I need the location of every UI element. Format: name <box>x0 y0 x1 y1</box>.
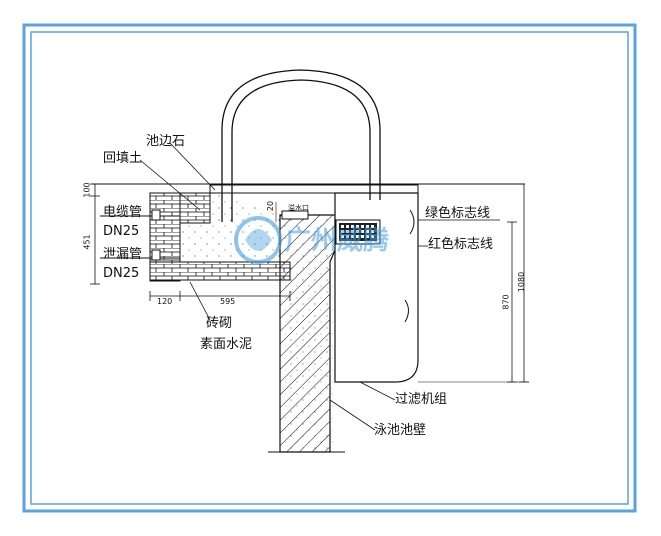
label-red-line: 红色标志线 <box>428 237 494 252</box>
drain-pipe <box>151 249 161 261</box>
label-brickwork: 砖砌 <box>206 316 233 331</box>
leader-backfill <box>139 159 201 211</box>
label-cable-pipe: 电缆管 <box>103 205 143 220</box>
grille-pattern <box>339 223 377 241</box>
label-drain-pipe: 泄漏管 <box>103 247 143 262</box>
dim-label-120: 120 <box>157 297 173 306</box>
filter-side-bulge <box>404 299 409 323</box>
outer-frame <box>22 23 637 513</box>
brick-base <box>149 261 291 281</box>
inner-frame <box>30 31 629 505</box>
handrail-inner <box>231 79 371 222</box>
dim-label-20: 20 <box>266 200 276 212</box>
label-backfill-soil: 回填土 <box>103 151 143 166</box>
leader-filter <box>359 381 396 401</box>
pool-edge-stone <box>209 184 419 194</box>
leader-edge-stone <box>169 142 216 191</box>
cable-pipe <box>151 209 161 221</box>
label-dn25-bottom: DN25 <box>103 266 140 281</box>
dim-label-451: 451 <box>82 234 92 250</box>
label-pool-wall: 泳池池壁 <box>374 423 427 438</box>
label-overflow-port: 溢水口 <box>288 204 309 212</box>
label-filter-unit: 过滤机组 <box>395 392 448 407</box>
leader-wall <box>329 399 376 431</box>
label-plain-cement: 素面水泥 <box>200 337 253 352</box>
dim-label-595: 595 <box>220 297 236 306</box>
leader-brick <box>189 281 211 321</box>
watermark-logo <box>234 216 282 264</box>
watermark-text: 广州威腾 <box>285 226 390 256</box>
dim-label-1080: 1080 <box>517 271 527 293</box>
handrail-outer <box>221 69 381 222</box>
label-dn25-top: DN25 <box>103 224 140 239</box>
label-pool-edge-stone: 池边石 <box>146 134 186 149</box>
label-green-line: 绿色标志线 <box>425 206 491 221</box>
overflow-slot <box>281 210 309 220</box>
dim-label-870: 870 <box>501 294 511 310</box>
dim-label-100: 100 <box>82 182 92 198</box>
